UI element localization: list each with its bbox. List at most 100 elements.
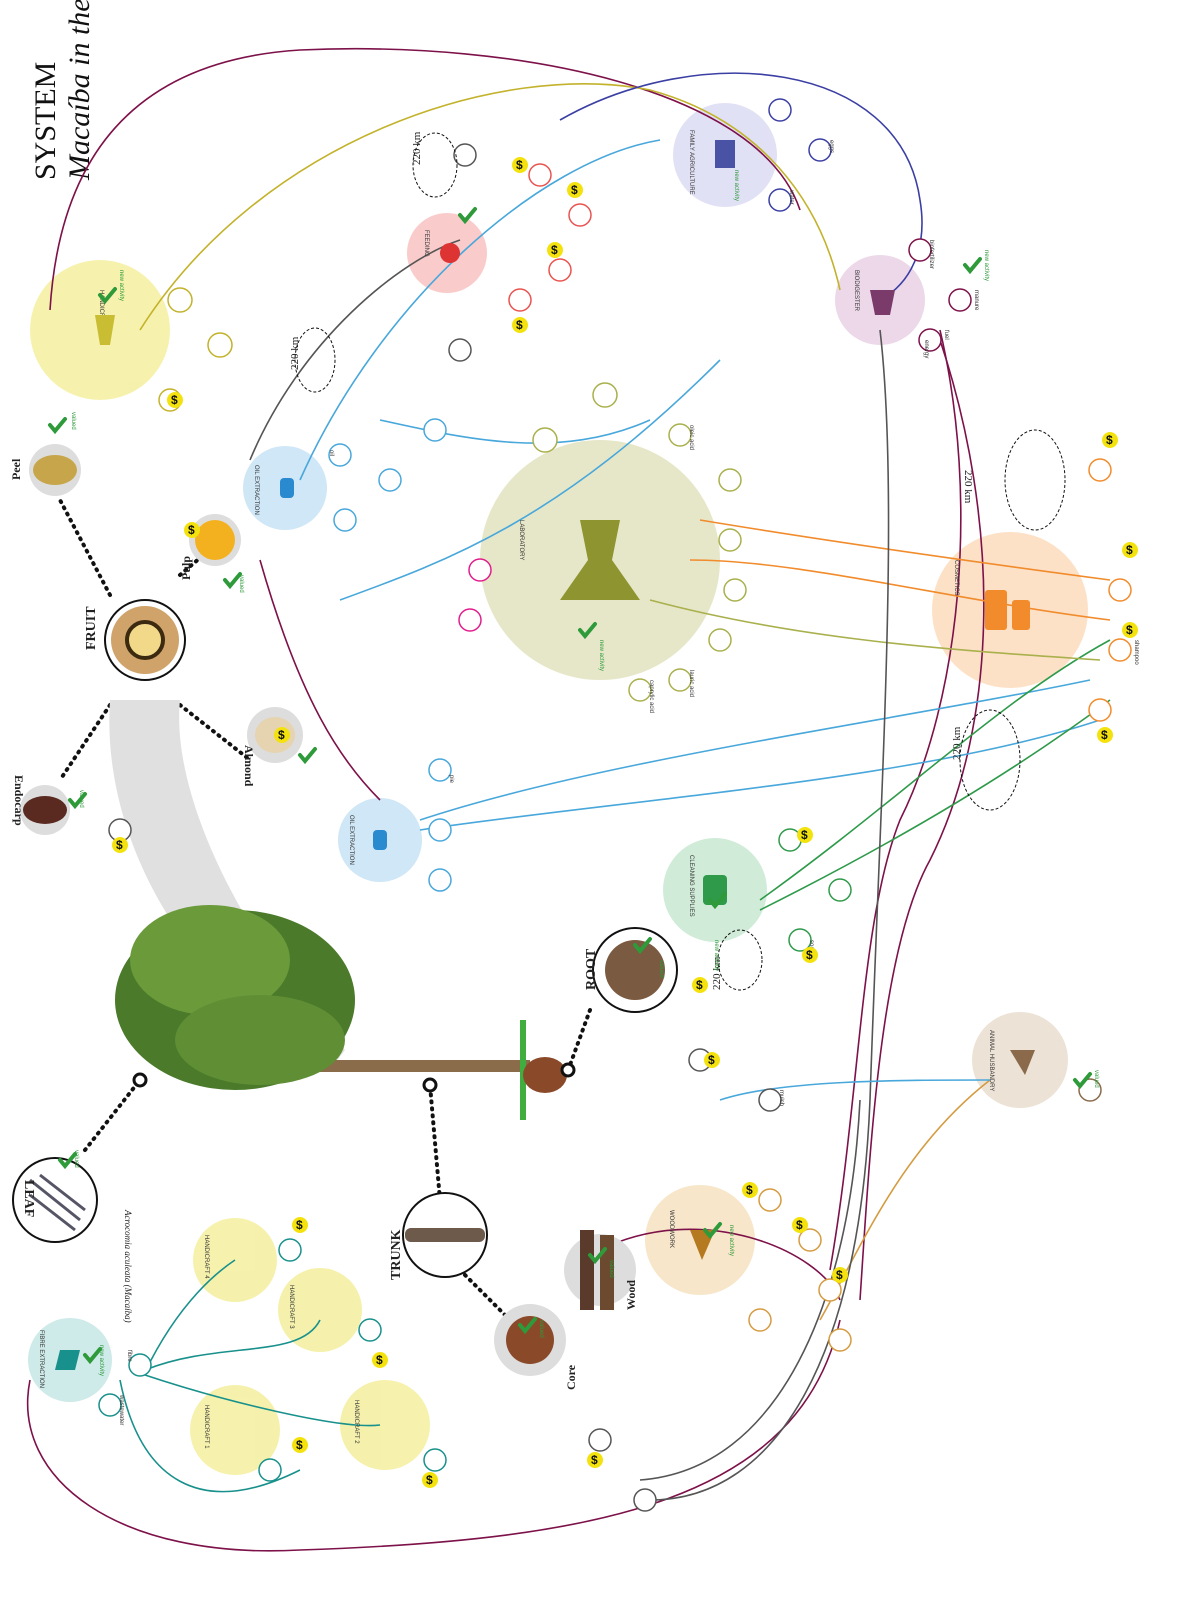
new-activity-tag: new activity	[98, 1345, 104, 1376]
valued-tag: valued	[238, 575, 244, 593]
svg-text:$: $	[591, 1453, 598, 1467]
money-badge-6: $	[567, 182, 583, 198]
money-badge-4: $	[112, 837, 128, 853]
valued-tag: valued	[658, 960, 664, 978]
hub-handicraft-4: HANDICRAFT 4	[203, 1235, 209, 1279]
label-eggs: eggs	[828, 140, 834, 153]
core-connector	[465, 1275, 510, 1320]
leaf-node: LEAF	[13, 1158, 97, 1242]
flow-maroon-6	[260, 560, 380, 800]
valued-tag: valued	[73, 1150, 79, 1168]
hub-cleaning-supplies: CLEANING SUPPLIES	[688, 855, 694, 917]
money-badge-9: $	[1102, 432, 1118, 448]
check-icon	[965, 259, 980, 271]
new-activity-tag: new activity	[733, 170, 739, 201]
leaf-connector	[85, 1080, 140, 1150]
check-icon	[50, 419, 65, 431]
svg-text:$: $	[1101, 728, 1108, 742]
money-badge-2: $	[184, 522, 200, 538]
pulp-label: Pulp	[179, 556, 193, 580]
valued-tag: valued	[538, 1320, 544, 1338]
svg-text:$: $	[1126, 543, 1133, 557]
svg-text:$: $	[1106, 433, 1113, 447]
money-badge-23: $	[587, 1452, 603, 1468]
valued-tag: valued	[70, 412, 76, 430]
endocarp-node: Endocarp	[12, 775, 70, 835]
oil-press-icon	[373, 830, 387, 850]
svg-text:$: $	[516, 158, 523, 172]
peel-label: Peel	[9, 458, 23, 480]
pot-icon	[440, 243, 460, 263]
flow-maroon-4	[28, 1320, 840, 1551]
money-badge-22: $	[292, 1217, 308, 1233]
hub-oil-extraction-bottom: OIL EXTRACTION	[348, 815, 354, 865]
money-badge-20: $	[422, 1472, 438, 1488]
svg-text:$: $	[708, 1053, 715, 1067]
money-badge-8: $	[512, 317, 528, 333]
svg-text:$: $	[801, 828, 808, 842]
hub-fibre-extraction: FIBRE EXTRACTION	[38, 1330, 44, 1388]
wood-node: Wood	[564, 1230, 638, 1310]
flow-blue-6	[380, 420, 650, 443]
label-manure: manure	[973, 290, 979, 311]
bottle-icon	[703, 875, 727, 905]
fruit-endocarp-connector	[60, 705, 110, 780]
root-connector	[570, 1010, 590, 1065]
flow-maroon-2	[830, 330, 961, 1270]
trunk-node: TRUNK	[389, 1193, 487, 1280]
fruit-peel-connector	[60, 500, 110, 595]
bottle-icon	[985, 590, 1007, 630]
money-badge-16: $	[742, 1182, 758, 1198]
endocarp-label: Endocarp	[12, 775, 26, 826]
valued-tag: valued	[608, 1260, 614, 1278]
almond-node: Almond	[242, 707, 303, 787]
leaf-label: LEAF	[21, 1180, 36, 1217]
money-badge-12: $	[1097, 727, 1113, 743]
label-biofertilizer: biofertilizer	[928, 240, 934, 269]
label-fuel: fuel	[943, 330, 949, 340]
svg-text:$: $	[171, 393, 178, 407]
distance-2: 220 km	[289, 336, 301, 370]
product-labels: oil soap shampoo fuel manure fibre pie l…	[118, 140, 1139, 1425]
svg-text:$: $	[806, 948, 813, 962]
new-activity-tag: new activity	[598, 640, 604, 671]
money-badge-18: $	[832, 1267, 848, 1283]
svg-text:$: $	[188, 523, 195, 537]
label-lauric-acid: lauric acid	[688, 670, 694, 697]
fruit-label: FRUIT	[84, 606, 99, 650]
svg-text:$: $	[836, 1268, 843, 1282]
svg-text:$: $	[296, 1438, 303, 1452]
label-shampoo: shampoo	[1133, 640, 1139, 665]
label-wastewater: wastewater	[118, 1394, 124, 1425]
core-node: Core	[494, 1304, 578, 1390]
money-badge-17: $	[792, 1217, 808, 1233]
title-line-1: SYSTEM	[29, 62, 62, 180]
money-badge-7: $	[547, 242, 563, 258]
money-badge-1: $	[167, 392, 183, 408]
check-icon	[300, 749, 315, 761]
fruit-node: FRUIT	[84, 600, 185, 680]
hub-handicraft-1: HANDICRAFT 1	[203, 1405, 209, 1449]
svg-text:$: $	[571, 183, 578, 197]
peel-node: Peel	[9, 444, 81, 496]
svg-text:$: $	[426, 1473, 433, 1487]
hub-woodwork: WOODWORK	[668, 1210, 674, 1248]
money-badge-15: $	[704, 1052, 720, 1068]
new-activity-tag: new activity	[713, 940, 719, 971]
core-label: Core	[564, 1364, 578, 1390]
money-badge-14: $	[802, 947, 818, 963]
label-oleic-acid: oleic acid	[688, 425, 694, 450]
hub-feeding: FEEDING	[423, 230, 429, 257]
species-label: Acrocomia aculeata (Macaíba)	[123, 1209, 133, 1323]
hub-family-agriculture: FAMILY AGRICULTURE	[688, 130, 694, 195]
oil-press-icon	[280, 478, 294, 498]
svg-text:$: $	[746, 1183, 753, 1197]
trunk-connector	[430, 1085, 440, 1200]
money-badge-5: $	[512, 157, 528, 173]
hub-handicraft-3: HANDICRAFT 3	[288, 1285, 294, 1329]
title-line-2: Macaíba in the te	[63, 0, 96, 181]
money-badge-21: $	[372, 1352, 388, 1368]
hub-animal-husbandry: ANIMAL HUSBANDRY	[988, 1030, 994, 1091]
svg-text:$: $	[296, 1218, 303, 1232]
new-activity-tag: new activity	[118, 270, 124, 301]
